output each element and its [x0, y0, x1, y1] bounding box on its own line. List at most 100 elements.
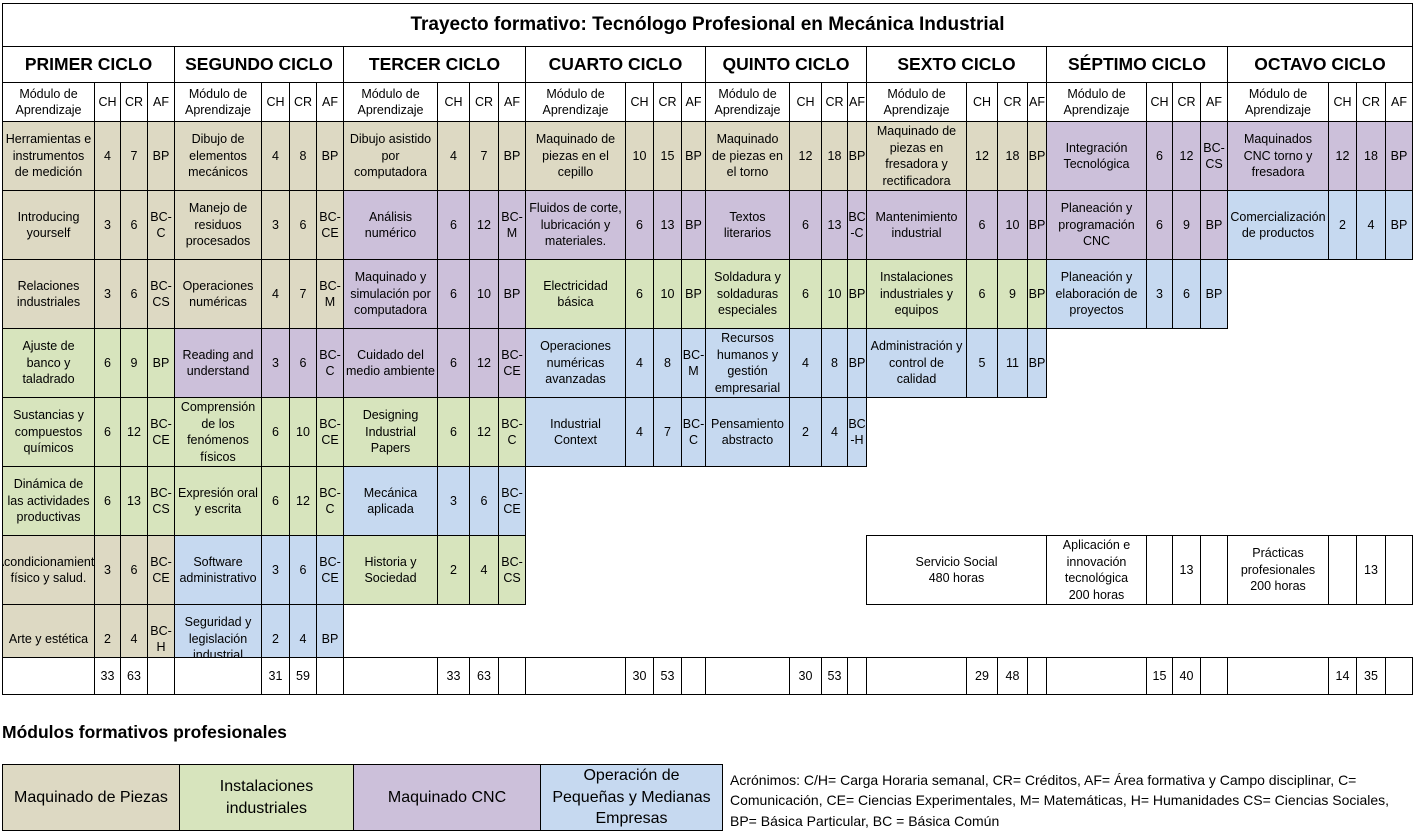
module-cr: 10: [997, 190, 1028, 260]
module-cr: 6: [469, 466, 499, 536]
cycle-header-sexto-ciclo: SEXTO CICLO: [866, 46, 1047, 83]
module-ch: 3: [261, 328, 290, 398]
module-name: Acondicionamiento físico y salud.: [2, 535, 95, 605]
totals-ch: 33: [94, 657, 121, 695]
servicio-social: Servicio Social 480 horas: [866, 535, 1047, 605]
cycle-header-segundo-ciclo: SEGUNDO CICLO: [174, 46, 344, 83]
module-name: Fluidos de corte, lubricación y material…: [525, 190, 626, 260]
module-af: BP: [681, 190, 706, 260]
module-af: BC-H: [847, 397, 867, 467]
totals-ch: 31: [261, 657, 290, 695]
module-name: Reading and understand: [174, 328, 262, 398]
totals-blank: [1046, 657, 1147, 695]
module-af: BP: [498, 259, 526, 329]
module-name: Software administrativo: [174, 535, 262, 605]
col-header-ch: CH: [789, 82, 822, 122]
col-header-ch: CH: [94, 82, 121, 122]
module-cr: 4: [469, 535, 499, 605]
totals-cr: 53: [821, 657, 848, 695]
module-name: Maquinado de piezas en fresadora y recti…: [866, 121, 967, 191]
module-ch: 5: [966, 328, 998, 398]
totals-af-blank: [681, 657, 706, 695]
col-header-af: AF: [681, 82, 706, 122]
module-cr: 7: [289, 259, 317, 329]
col-header-modulo: Módulo de Aprendizaje: [2, 82, 95, 122]
col-header-modulo: Módulo de Aprendizaje: [866, 82, 967, 122]
cycle-header-cuarto-ciclo: CUARTO CICLO: [525, 46, 706, 83]
totals-blank: [1227, 657, 1329, 695]
module-ch: 3: [94, 259, 121, 329]
module-af: BP: [1027, 259, 1047, 329]
module-af: BP: [847, 328, 867, 398]
module-cr: 10: [821, 259, 848, 329]
legend-item: Maquinado de Piezas: [2, 764, 180, 831]
module-name: Cuidado del medio ambiente: [343, 328, 438, 398]
col-header-cr: CR: [997, 82, 1028, 122]
module-ch: 6: [966, 190, 998, 260]
module-name: Industrial Context: [525, 397, 626, 467]
module-af: BP: [847, 121, 867, 191]
module-ch: 6: [94, 397, 121, 467]
module-cr: 10: [653, 259, 682, 329]
col-header-af: AF: [498, 82, 526, 122]
module-af: BP: [1385, 190, 1413, 260]
module-cr: 9: [120, 328, 148, 398]
totals-ch: 30: [789, 657, 822, 695]
module-cr: 11: [997, 328, 1028, 398]
module-af: BP: [847, 259, 867, 329]
module-af: BC-C: [147, 190, 175, 260]
module-ch: 2: [1328, 190, 1357, 260]
module-ch: 3: [1146, 259, 1173, 329]
col-header-modulo: Módulo de Aprendizaje: [343, 82, 438, 122]
module-af: BC-CS: [1200, 121, 1228, 191]
module-cr: 6: [1172, 259, 1201, 329]
cycle-header-primer-ciclo: PRIMER CICLO: [2, 46, 175, 83]
legend-item: Maquinado CNC: [353, 764, 541, 831]
aplicacion-innovacion: Aplicación e innovación tecnológica 200 …: [1046, 535, 1147, 605]
module-ch: 6: [625, 259, 654, 329]
module-cr: 8: [289, 121, 317, 191]
col-header-ch: CH: [261, 82, 290, 122]
totals-blank: [866, 657, 967, 695]
module-name: Dibujo asistido por computadora: [343, 121, 438, 191]
module-cr: 18: [997, 121, 1028, 191]
col-header-modulo: Módulo de Aprendizaje: [1227, 82, 1329, 122]
module-ch: 12: [966, 121, 998, 191]
col-header-cr: CR: [821, 82, 848, 122]
module-cr: 12: [469, 190, 499, 260]
col-header-modulo: Módulo de Aprendizaje: [174, 82, 262, 122]
module-cr: 7: [469, 121, 499, 191]
module-af: BC-CE: [147, 535, 175, 605]
module-ch: 3: [261, 535, 290, 605]
module-name: Herramientas e instrumentos de medición: [2, 121, 95, 191]
col-header-cr: CR: [120, 82, 148, 122]
module-ch: 6: [261, 397, 290, 467]
module-cr: 7: [653, 397, 682, 467]
module-cr: 10: [469, 259, 499, 329]
module-name: Relaciones industriales: [2, 259, 95, 329]
aplicacion-ch-blank: [1146, 535, 1173, 605]
module-af: BC-CE: [498, 466, 526, 536]
module-ch: 6: [94, 466, 121, 536]
col-header-ch: CH: [966, 82, 998, 122]
legend-item: Instalaciones industriales: [179, 764, 354, 831]
totals-ch: 15: [1146, 657, 1173, 695]
module-cr: 6: [289, 535, 317, 605]
col-header-ch: CH: [1328, 82, 1357, 122]
module-af: BP: [316, 121, 344, 191]
totals-ch: 14: [1328, 657, 1357, 695]
module-af: BC-CE: [316, 397, 344, 467]
totals-ch: 33: [437, 657, 470, 695]
module-ch: 2: [789, 397, 822, 467]
module-name: Maquinado de piezas en el torno: [705, 121, 790, 191]
module-ch: 2: [437, 535, 470, 605]
module-name: Maquinado y simulación por computadora: [343, 259, 438, 329]
module-cr: 12: [469, 397, 499, 467]
module-cr: 13: [120, 466, 148, 536]
totals-af-blank: [1027, 657, 1047, 695]
module-af: BC-C: [847, 190, 867, 260]
cycle-header-tercer-ciclo: TERCER CICLO: [343, 46, 526, 83]
module-af: BP: [1027, 190, 1047, 260]
module-ch: 6: [625, 190, 654, 260]
